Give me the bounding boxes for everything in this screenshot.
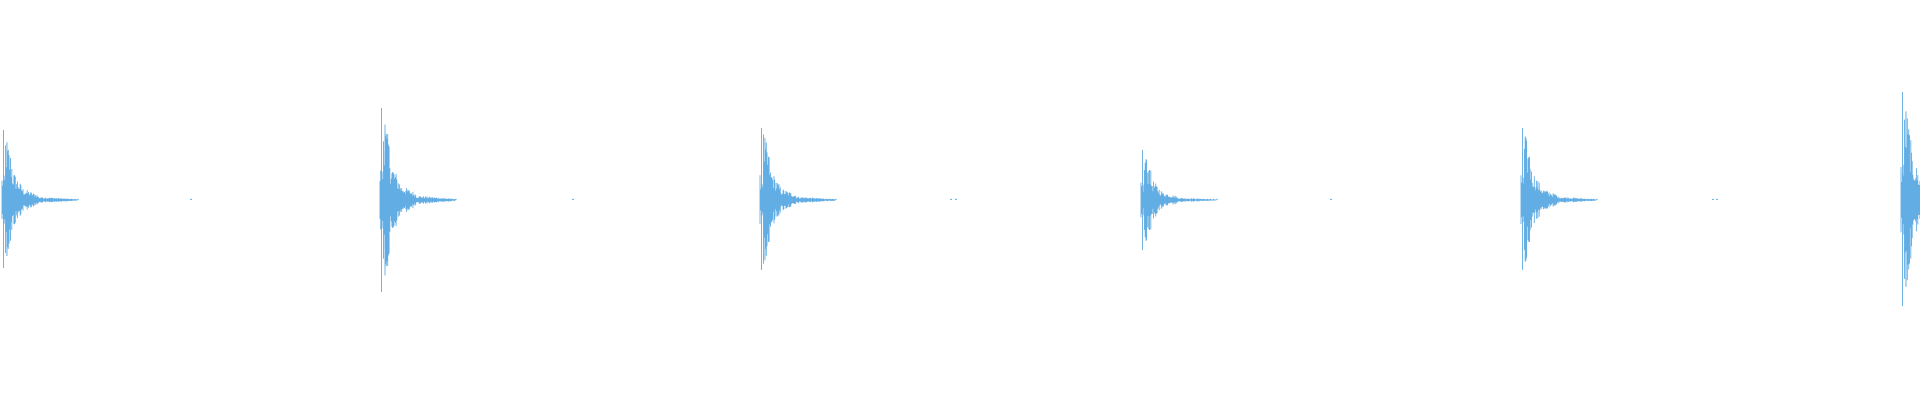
waveform-burst-signal xyxy=(1140,150,1217,250)
waveform-bursts xyxy=(1,92,1920,306)
waveform-burst-signal xyxy=(759,128,836,270)
waveform-burst-signal xyxy=(1900,92,1920,306)
waveform-burst-signal xyxy=(379,108,456,292)
waveform-burst-signal xyxy=(1,130,78,268)
waveform-burst xyxy=(1,130,192,268)
waveform-burst xyxy=(1520,128,1718,270)
waveform-burst xyxy=(1140,150,1332,250)
waveform-burst-signal xyxy=(1520,128,1597,270)
waveform-burst xyxy=(759,128,957,270)
waveform-burst xyxy=(1900,92,1920,306)
waveform-burst xyxy=(379,108,574,292)
